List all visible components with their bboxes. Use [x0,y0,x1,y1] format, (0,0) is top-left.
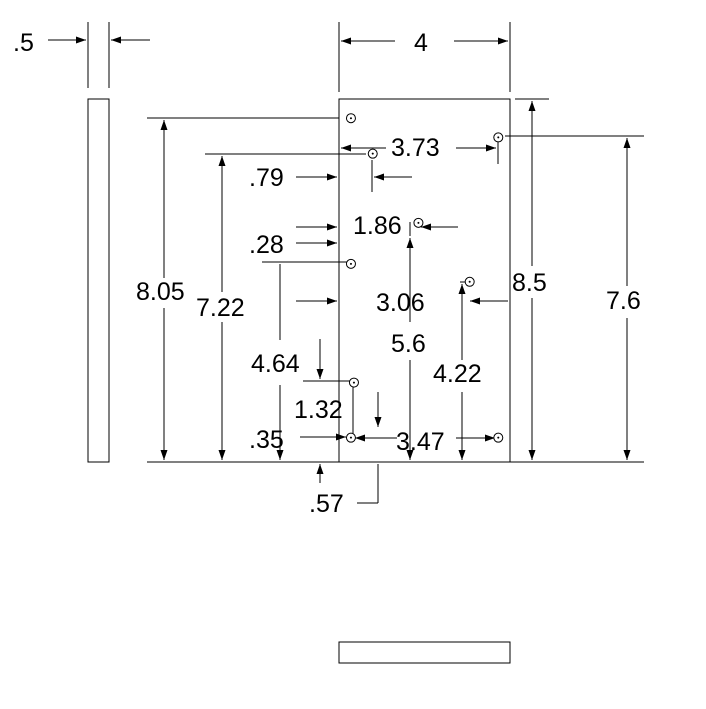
hole-center [497,436,500,439]
dim-4-64-label: 4.64 [251,350,300,378]
mounting-holes [345,113,504,443]
front-view: 4 8.5 7.6 8.05 7.22 3.73 .79 [136,22,644,518]
hole-center [468,280,471,283]
hole-center [371,152,374,155]
dim-1-32-label: 1.32 [294,396,343,424]
hole-center [497,136,500,139]
dim-7-6-label: 7.6 [606,287,641,315]
mounting-hole [493,132,504,143]
bottom-view-outline [338,641,511,664]
dim-0-79-label: .79 [249,164,284,192]
mounting-hole [464,276,475,287]
mounting-hole [348,377,359,388]
dim-5-6-label: 5.6 [391,330,426,358]
side-view: .5 [13,22,150,463]
hole-center [417,221,420,224]
hole-center [349,262,352,265]
mounting-hole [345,432,356,443]
hole-center [349,436,352,439]
mounting-hole [493,432,504,443]
mounting-hole [367,148,378,159]
mounting-hole [345,258,356,269]
dim-0-35-label: .35 [249,426,284,454]
dim-0-28-label: .28 [249,231,284,259]
dim-1-86-label: 1.86 [353,212,402,240]
dim-3-73-label: 3.73 [391,134,440,162]
dim-7-22-label: 7.22 [196,294,245,322]
hole-center [349,117,352,120]
dim-3-47-label: 3.47 [396,428,445,456]
mounting-hole [345,113,356,124]
dim-height-label: 8.5 [512,269,547,297]
plate-outline [338,98,511,463]
dim-0-57-label: .57 [309,490,344,518]
side-view-outline [87,98,110,463]
dim-thickness-label: .5 [13,29,34,57]
dim-4-22-label: 4.22 [433,360,482,388]
dim-3-06-label: 3.06 [376,289,425,317]
dim-width-label: 4 [414,29,428,57]
mounting-hole [413,217,424,228]
dim-8-05-label: 8.05 [136,278,185,306]
hole-center [352,381,355,384]
